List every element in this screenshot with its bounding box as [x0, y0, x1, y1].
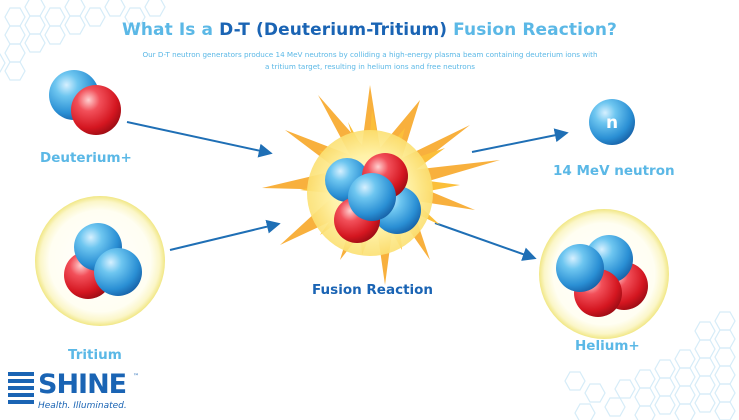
- arrow-tritium-to-fusion: [169, 219, 281, 251]
- arrow-fusion-to-helium: [434, 222, 537, 261]
- helium-nucleus: [539, 209, 669, 339]
- neutron-sphere: [94, 248, 142, 296]
- helium-label: Helium+: [575, 338, 640, 354]
- neutron-sphere: [589, 99, 635, 145]
- arrow-fusion-to-neutron: [471, 128, 569, 153]
- neutron-sphere: [348, 173, 396, 221]
- logo-trademark: ™: [133, 373, 139, 380]
- arrow-deuterium-to-fusion: [126, 121, 273, 158]
- deuterium-nucleus: [49, 70, 121, 135]
- hexagon-pattern-top-left: [0, 0, 166, 81]
- tritium-label: Tritium: [68, 347, 122, 363]
- free-neutron: n: [589, 99, 635, 145]
- neutron-symbol: n: [606, 113, 618, 133]
- title-suffix: Fusion Reaction?: [447, 20, 618, 40]
- logo-name: SHINE: [38, 369, 127, 400]
- title-highlight: D-T (Deuterium-Tritium): [219, 20, 448, 40]
- page-title: What Is a D-T (Deuterium-Tritium) Fusion…: [0, 20, 739, 40]
- shine-logo-mark: [8, 372, 34, 404]
- deuterium-label: Deuterium+: [40, 150, 132, 166]
- logo-tagline: Health. Illuminated.: [38, 401, 127, 411]
- neutron-sphere: [556, 244, 604, 292]
- page-subtitle: Our D-T neutron generators produce 14 Me…: [142, 50, 598, 71]
- hexagon-pattern-bottom-right: [564, 311, 736, 420]
- fusion-reaction-label: Fusion Reaction: [312, 282, 434, 298]
- tritium-nucleus: [35, 196, 165, 326]
- proton-sphere: [71, 85, 121, 135]
- fusion-burst: [262, 85, 500, 285]
- title-prefix: What Is a: [121, 20, 220, 40]
- neutron-label: 14 MeV neutron: [553, 163, 675, 179]
